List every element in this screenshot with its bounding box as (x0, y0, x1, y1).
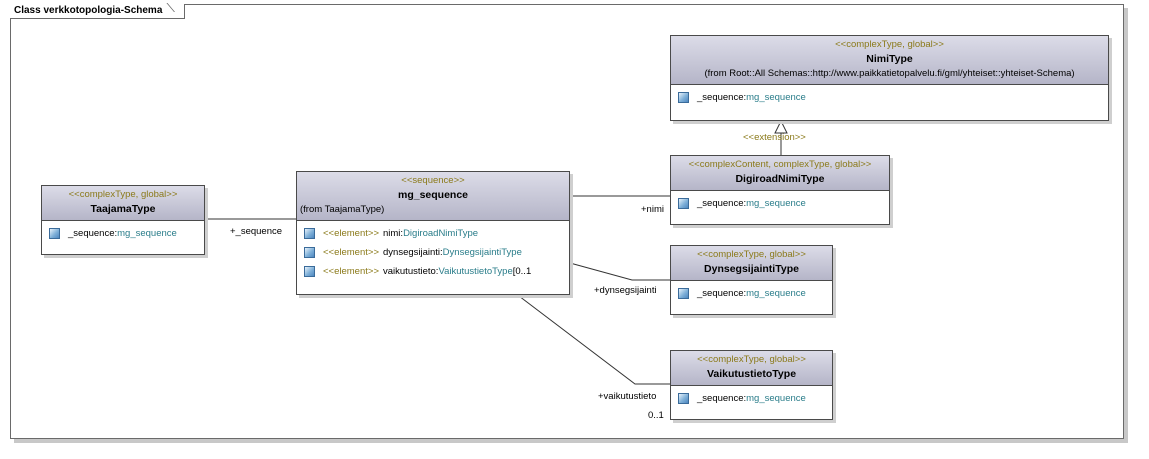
class-header: <<sequence>> mg_sequence (from TaajamaTy… (297, 172, 569, 221)
link-sequence-dynseg (569, 262, 670, 281)
element-type: VaikutustietoType (438, 266, 513, 277)
stereotype: <<sequence>> (401, 175, 465, 186)
class-header: <<complexType, global>> VaikutustietoTyp… (671, 351, 832, 386)
stereotype: <<complexContent, complexType, global>> (688, 159, 872, 170)
element-stereotype: <<element>> (323, 228, 379, 239)
element-row[interactable]: <<element>> nimi: DigiroadNimiType (301, 224, 565, 243)
attribute-row[interactable]: _sequence: mg_sequence (675, 284, 828, 303)
class-name: VaikutustietoType (706, 368, 797, 380)
attribute-type: mg_sequence (746, 198, 806, 209)
link-sequence-vaikutus (514, 292, 670, 385)
role-sequence: +_sequence (230, 226, 283, 237)
stereotype: <<complexType, global>> (697, 354, 806, 365)
class-header: <<complexType, global>> NimiType (from R… (671, 36, 1108, 85)
class-name: DigiroadNimiType (735, 173, 825, 185)
attribute-type: mg_sequence (117, 228, 177, 239)
attribute-type: mg_sequence (746, 393, 806, 404)
stereotype: <<complexType, global>> (835, 39, 944, 50)
class-taajama-type[interactable]: <<complexType, global>> TaajamaType _seq… (41, 185, 205, 255)
element-row[interactable]: <<element>> vaikutustieto: Vaikutustieto… (301, 262, 565, 281)
element-type: DigiroadNimiType (403, 228, 479, 239)
generalization-arrowhead (774, 119, 788, 134)
element-row[interactable]: <<element>> dynsegsijainti: Dynsegsijain… (301, 243, 565, 262)
attribute-icon (678, 198, 689, 209)
role-nimi: +nimi (641, 204, 664, 215)
attribute-name: _sequence: (697, 92, 747, 103)
class-header: <<complexType, global>> TaajamaType (42, 186, 204, 221)
attribute-icon (304, 228, 315, 239)
attribute-name: _sequence: (68, 228, 118, 239)
class-header: <<complexType, global>> DynsegsijaintiTy… (671, 246, 832, 281)
class-elements: <<element>> nimi: DigiroadNimiType <<ele… (297, 221, 569, 285)
class-attributes: _sequence: mg_sequence (671, 281, 832, 307)
element-type: DynsegsijaintiType (442, 247, 522, 258)
element-multiplicity: [0..1 (512, 266, 532, 277)
class-attributes: _sequence: mg_sequence (671, 191, 889, 217)
attribute-row[interactable]: _sequence: mg_sequence (46, 224, 200, 243)
class-header: <<complexContent, complexType, global>> … (671, 156, 889, 191)
element-stereotype: <<element>> (323, 247, 379, 258)
attribute-type: mg_sequence (746, 288, 806, 299)
attribute-name: _sequence: (697, 393, 747, 404)
attribute-name: _sequence: (697, 288, 747, 299)
class-origin: (from TaajamaType) (300, 204, 385, 215)
attribute-icon (678, 393, 689, 404)
class-digiroad-nimi-type[interactable]: <<complexContent, complexType, global>> … (670, 155, 890, 225)
attribute-name: _sequence: (697, 198, 747, 209)
stereotype: <<complexType, global>> (68, 189, 178, 200)
attribute-type: mg_sequence (746, 92, 806, 103)
class-name: DynsegsijaintiType (704, 263, 799, 275)
class-attributes: _sequence: mg_sequence (671, 386, 832, 412)
class-name: TaajamaType (90, 203, 156, 215)
class-name: NimiType (866, 53, 913, 65)
class-origin: (from Root::All Schemas::http://www.paik… (704, 68, 1075, 79)
attribute-icon (304, 266, 315, 277)
attribute-icon (678, 92, 689, 103)
class-nimi-type[interactable]: <<complexType, global>> NimiType (from R… (670, 35, 1109, 121)
role-vaikutustieto: +vaikutustieto (598, 391, 657, 402)
role-dynsegsijainti: +dynsegsijainti (594, 285, 657, 296)
diagram-title: Class verkkotopologia-Schema (10, 4, 186, 19)
attribute-icon (304, 247, 315, 258)
attribute-row[interactable]: _sequence: mg_sequence (675, 88, 1104, 107)
class-vaikutustieto-type[interactable]: <<complexType, global>> VaikutustietoTyp… (670, 350, 833, 420)
attribute-icon (678, 288, 689, 299)
class-name: mg_sequence (397, 189, 469, 201)
attribute-icon (49, 228, 60, 239)
element-name: vaikutustieto: (383, 266, 439, 277)
class-mg-sequence[interactable]: <<sequence>> mg_sequence (from TaajamaTy… (296, 171, 570, 295)
class-dynsegsijainti-type[interactable]: <<complexType, global>> DynsegsijaintiTy… (670, 245, 833, 315)
class-attributes: _sequence: mg_sequence (42, 221, 204, 247)
element-name: dynsegsijainti: (383, 247, 443, 258)
attribute-row[interactable]: _sequence: mg_sequence (675, 194, 885, 213)
attribute-row[interactable]: _sequence: mg_sequence (675, 389, 828, 408)
element-stereotype: <<element>> (323, 266, 379, 277)
extension-label: <<extension>> (743, 132, 806, 143)
class-attributes: _sequence: mg_sequence (671, 85, 1108, 111)
element-name: nimi: (383, 228, 404, 239)
multiplicity-vaikutustieto: 0..1 (648, 410, 664, 421)
stereotype: <<complexType, global>> (697, 249, 806, 260)
